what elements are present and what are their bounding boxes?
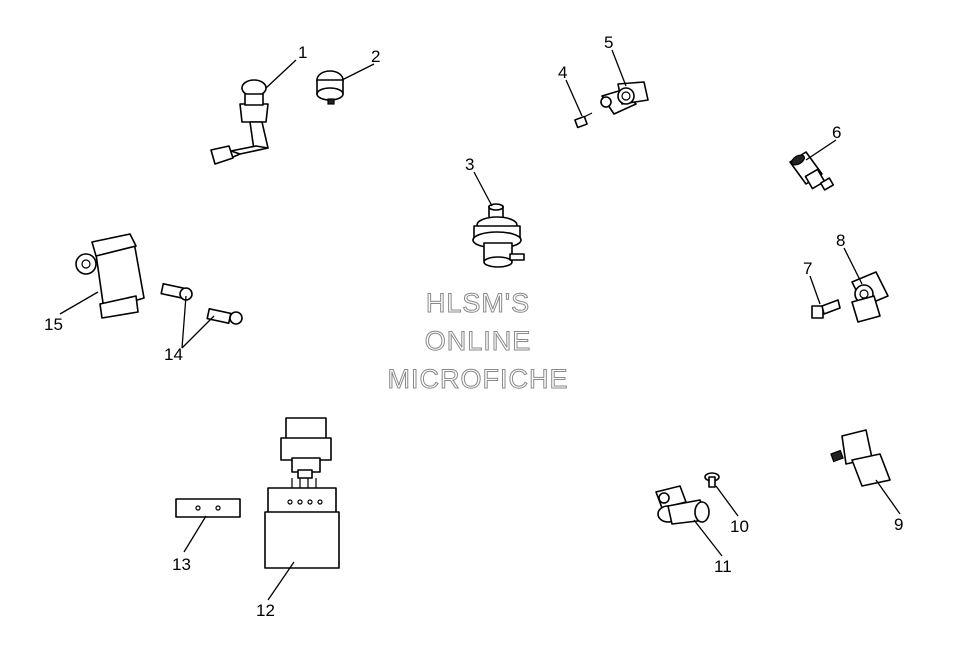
watermark-line-2: ONLINE	[425, 326, 532, 356]
part-4-screw[interactable]	[574, 112, 593, 129]
leader-lines	[59, 49, 901, 601]
callout-15: 15	[44, 315, 63, 334]
part-11-cam-sensor[interactable]	[655, 485, 710, 525]
part-15-sensor[interactable]	[75, 233, 145, 319]
watermark-line-3: MICROFICHE	[388, 364, 569, 394]
callout-3: 3	[465, 155, 474, 174]
callout-7: 7	[803, 259, 812, 278]
part-6-temperature-sensor[interactable]	[789, 151, 835, 191]
part-2-pressure-switch[interactable]	[316, 70, 344, 105]
callout-1: 1	[298, 43, 307, 62]
callout-8: 8	[836, 231, 845, 250]
callout-5: 5	[604, 33, 613, 52]
callout-2: 2	[371, 47, 380, 66]
part-5-position-sensor[interactable]	[600, 81, 649, 115]
part-8-knock-sensor[interactable]	[851, 271, 889, 323]
part-10-screw[interactable]	[704, 472, 720, 488]
part-12-control-module[interactable]	[264, 417, 340, 569]
callout-14: 14	[164, 345, 183, 364]
part-13-bracket[interactable]	[175, 498, 241, 518]
part-3-pressure-regulator[interactable]	[472, 203, 525, 268]
part-7-bolt[interactable]	[811, 299, 841, 319]
part-9-map-sensor[interactable]	[830, 429, 891, 487]
callout-13: 13	[172, 555, 191, 574]
watermark: HLSM'S ONLINE MICROFICHE	[387, 288, 569, 395]
callout-6: 6	[832, 123, 841, 142]
part-1-switch-with-lead[interactable]	[210, 79, 269, 165]
callout-11: 11	[714, 557, 732, 576]
callout-9: 9	[894, 515, 903, 534]
callout-10: 10	[730, 517, 749, 536]
watermark-line-1: HLSM'S	[426, 288, 530, 318]
part-14-bolts[interactable]	[160, 283, 243, 325]
callout-4: 4	[558, 63, 567, 82]
callout-12: 12	[256, 601, 275, 620]
